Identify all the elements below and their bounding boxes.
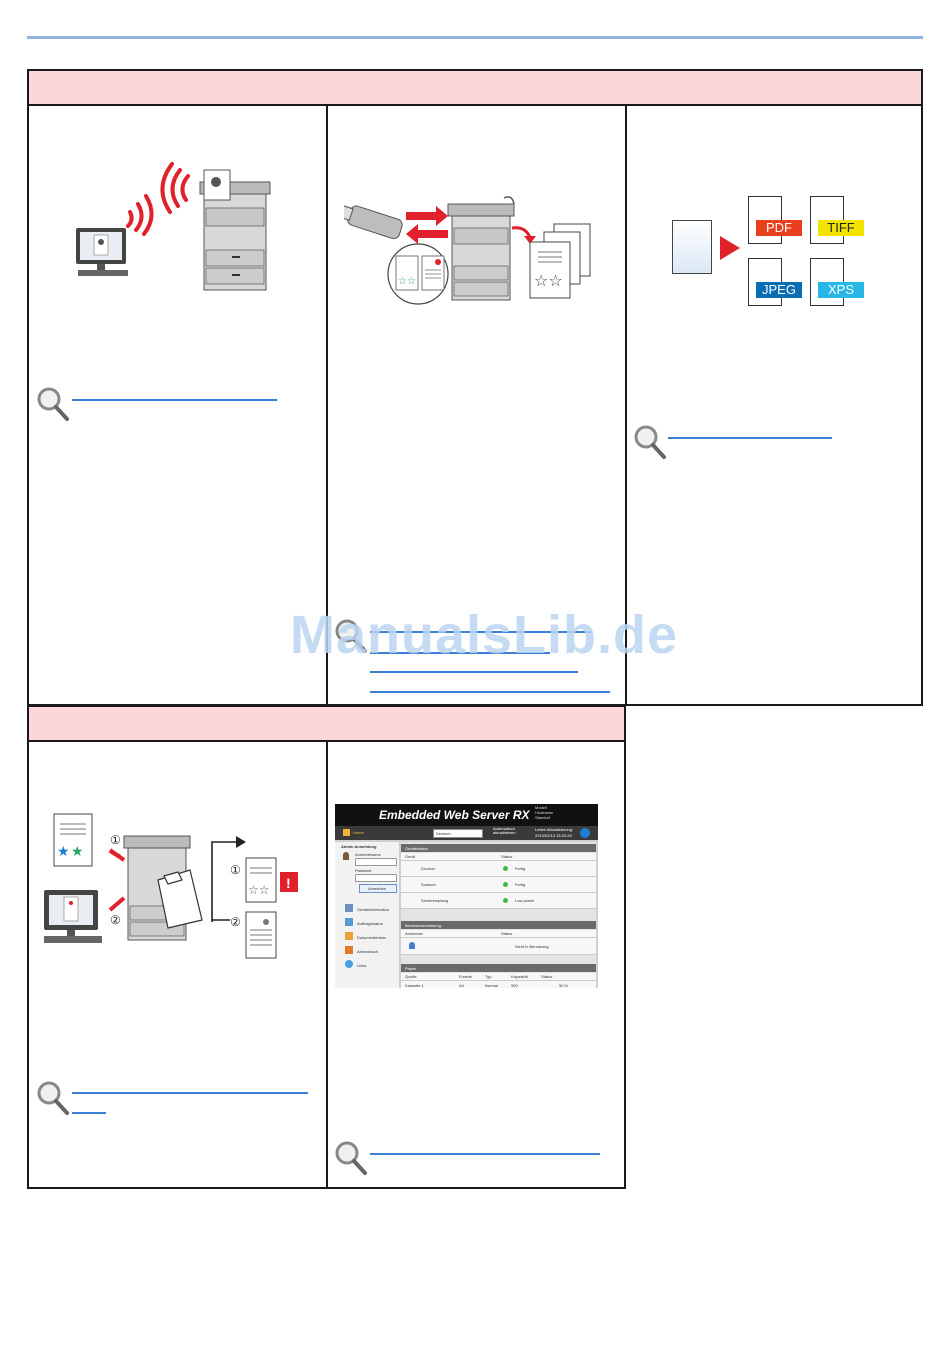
refresh-icon[interactable] [580, 828, 590, 838]
username-label: Anmeldename [355, 852, 381, 857]
watermark: ManualsLib.de [290, 605, 679, 665]
device-status-header: Gerätestatus [401, 844, 596, 852]
admin-login-title: Admin Anmeldung [341, 844, 377, 849]
nav-document-box[interactable]: Dokumentenbox [357, 935, 387, 940]
reference-link[interactable] [370, 652, 550, 654]
ewb-device-info: Modell Hostname Standort [535, 805, 554, 820]
last-update-label: Letzte Aktualisierung: [535, 827, 574, 832]
paper-columns: Quelle Format Typ Kapazität Status [401, 973, 596, 981]
device-row-scanner: Scanner Fertig [401, 877, 596, 893]
status-ok-icon [503, 898, 508, 903]
magnifier-icon [335, 619, 367, 653]
xps-format-label: XPS [818, 282, 864, 298]
magnifier-icon [335, 1141, 367, 1175]
column-divider [326, 742, 328, 1189]
feature-table-top [27, 69, 923, 706]
callout-2-output: ② [230, 915, 241, 929]
password-label: Passwort [355, 868, 372, 873]
reference-link[interactable] [72, 1092, 308, 1094]
svg-text:☆☆: ☆☆ [398, 276, 416, 287]
callout-1: ① [110, 833, 121, 847]
user-login-row: Nicht in Benutzung [401, 938, 596, 955]
reference-link[interactable] [72, 1112, 106, 1114]
callout-1-output: ① [230, 863, 241, 877]
svg-text:★: ★ [57, 844, 70, 860]
svg-text:!: ! [286, 875, 291, 891]
ewb-toolbar: Home Deutsch Automatisch aktualisieren L… [335, 826, 598, 840]
pdf-format-label: PDF [756, 220, 802, 236]
reference-link[interactable] [370, 631, 592, 633]
status-ok-icon [503, 866, 508, 871]
usb-print-illustration: ☆☆ ☆☆ [344, 196, 591, 305]
reference-link[interactable] [72, 399, 277, 401]
device-row-printer: Drucker Fertig [401, 861, 596, 877]
password-input[interactable] [355, 874, 397, 882]
wireless-print-illustration [76, 162, 271, 291]
home-icon[interactable] [343, 829, 350, 836]
last-update-value: 2013/02/13 15:22:26 [535, 833, 572, 838]
jpeg-format-label: JPEG [756, 282, 802, 298]
callout-2: ② [110, 913, 121, 927]
svg-text:☆☆: ☆☆ [248, 883, 270, 897]
address-book-icon [345, 946, 353, 954]
document-box-illustration: ★ ★ ① ② ① ② ☆☆ ! [44, 813, 298, 959]
admin-user-icon [343, 852, 349, 860]
reference-link[interactable] [370, 691, 610, 693]
ewb-header: Embedded Web Server RX Modell Hostname S… [335, 804, 598, 826]
status-ok-icon [503, 882, 508, 887]
nav-address-book[interactable]: Adressbuch [357, 949, 379, 954]
ewb-sidebar: Admin Anmeldung Anmeldename Passwort Anm… [335, 842, 399, 988]
links-icon [345, 960, 353, 968]
device-status-columns: Gerät Status [401, 853, 596, 861]
user-login-header: Benutzeranmeldung [401, 921, 596, 929]
document-box-icon [345, 932, 353, 940]
job-status-icon [345, 918, 353, 926]
nav-links[interactable]: Links [357, 963, 367, 968]
top-rule [27, 36, 923, 39]
table-header-top [29, 71, 921, 106]
user-login-columns: Anwender Status [401, 930, 596, 938]
auto-refresh-link[interactable]: Automatisch aktualisieren [493, 826, 516, 835]
nav-job-status[interactable]: Auftragsstatus [357, 921, 383, 926]
nav-device-info[interactable]: Geräteinformation [357, 907, 390, 912]
paper-row-cassette1: Kassette 1 A4 Normal 500 50 % [401, 981, 596, 988]
language-select[interactable]: Deutsch [433, 829, 483, 838]
table-header-bottom [29, 707, 624, 742]
reference-link[interactable] [668, 437, 832, 439]
source-document-icon [672, 220, 712, 274]
tiff-format-label: TIFF [818, 220, 864, 236]
ewb-title: Embedded Web Server RX [379, 808, 530, 822]
file-format-illustration: PDF TIFF JPEG XPS [672, 196, 872, 308]
feature-table-bottom [27, 705, 626, 1189]
column-divider [625, 106, 627, 706]
magnifier-icon [634, 425, 666, 459]
device-row-fax: Sendeempfang Low power [401, 893, 596, 909]
svg-text:☆☆: ☆☆ [534, 271, 563, 290]
paper-header: Papier [401, 964, 596, 972]
reference-link[interactable] [370, 671, 578, 673]
arrow-right-icon [720, 236, 740, 260]
svg-text:★: ★ [71, 844, 84, 860]
embedded-web-server-screenshot: Embedded Web Server RX Modell Hostname S… [335, 804, 598, 988]
magnifier-icon [37, 1081, 69, 1115]
magnifier-icon [37, 387, 69, 421]
user-icon [409, 942, 415, 949]
login-button[interactable]: Anmelden [359, 884, 397, 893]
ewb-main-panel: Gerätestatus Gerät Status Drucker Fertig… [401, 842, 596, 988]
column-divider [326, 106, 328, 706]
username-input[interactable] [355, 858, 397, 866]
home-link[interactable]: Home [353, 830, 364, 835]
device-info-icon [345, 904, 353, 912]
reference-link[interactable] [370, 1153, 600, 1155]
